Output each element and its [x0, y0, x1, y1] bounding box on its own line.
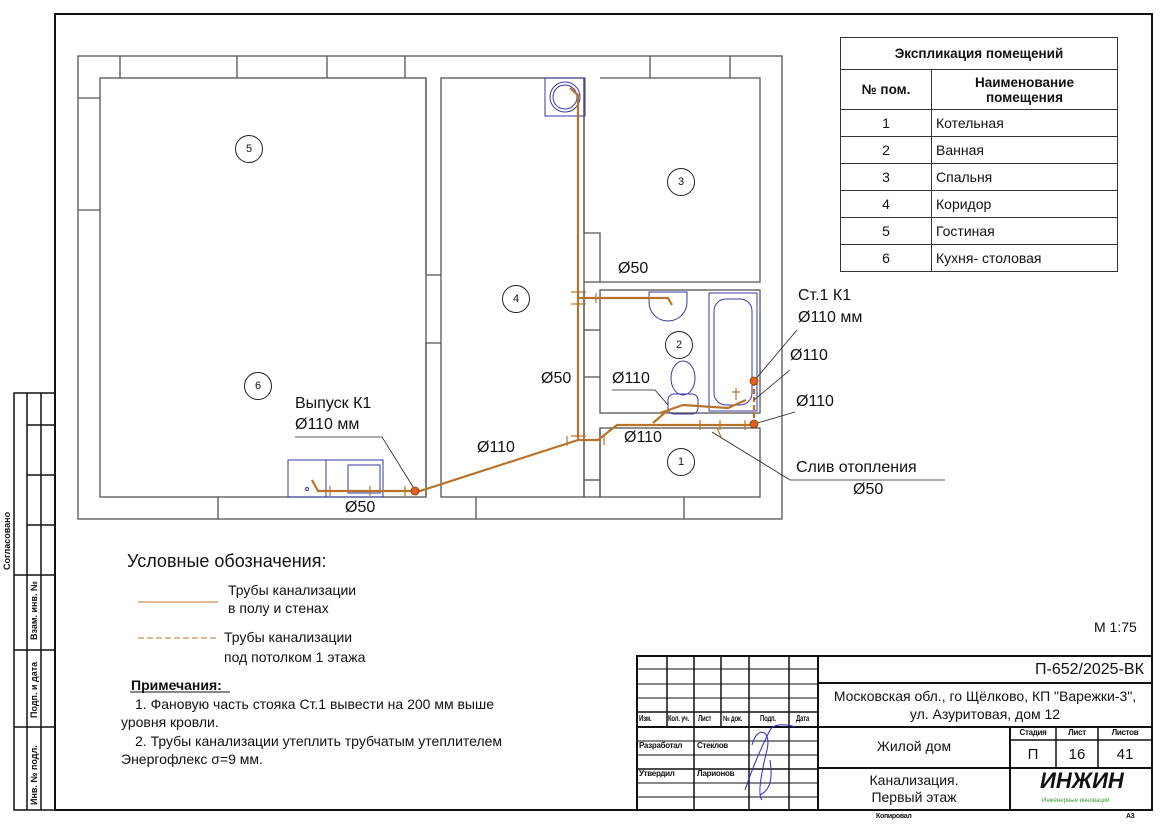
sheet-title-line-1: Канализация. [869, 772, 959, 788]
legend-item-1-line2: в полу и стенах [228, 600, 329, 616]
dia-label: Ø50 [345, 499, 376, 516]
floor-plan-walls [77, 55, 783, 520]
legend-item-2-line2: под потолком 1 этажа [224, 649, 366, 665]
sheet-label: Лист [1068, 728, 1086, 737]
room-name-cell: Котельная [931, 109, 1118, 137]
note-2: 2. Трубы канализации утеплить трубчатым … [135, 733, 503, 749]
room-number-6: 6 [244, 372, 272, 400]
dia-label: Ø110 [477, 439, 515, 456]
legend-item-2: Трубы канализации [224, 629, 353, 645]
heating-drain-dia: Ø50 [853, 481, 884, 498]
room-name-cell: Ванная [931, 136, 1118, 164]
note-1: 1. Фановую часть стояка Ст.1 вывести на … [135, 696, 494, 712]
legend-item-1: Трубы канализации [228, 582, 357, 598]
room-number-4: 4 [502, 285, 530, 313]
sheets-value: 41 [1116, 746, 1134, 763]
room-name-cell: Гостиная [931, 217, 1118, 245]
stage-value: П [1027, 746, 1039, 763]
stamp-podp: Подп. и дата [29, 661, 39, 718]
legend-title: Условные обозначения: [127, 551, 327, 571]
note-1-line2: уровня кровли. [121, 714, 219, 730]
object-name: Жилой дом [876, 738, 952, 754]
side-stamp [13, 392, 56, 811]
col-list: Лист [698, 714, 712, 723]
format-label: А3 [1126, 813, 1135, 820]
col-kol-uch: Кол. уч. [668, 714, 690, 723]
room-name-cell: Кухня- столовая [931, 244, 1118, 272]
toilet-fixture [670, 360, 696, 396]
dia-label: Ø110 [624, 429, 662, 446]
dia-label: Ø110 [612, 370, 650, 387]
column-header: № пом. [840, 69, 932, 110]
approved-label: Утвердил [639, 769, 675, 778]
scale-label: М 1:75 [1094, 619, 1137, 635]
document-code: П-652/2025-ВК [1035, 661, 1144, 678]
approved-name: Ларионов [697, 769, 735, 778]
room-num-cell: 1 [840, 109, 932, 137]
riser-st1-title: Ст.1 К1 [798, 287, 852, 304]
title-block-grid [636, 655, 1153, 811]
notes-title: Примечания: [131, 677, 222, 693]
riser-st1-dia: Ø110 мм [798, 309, 863, 326]
room-name-cell: Спальня [931, 163, 1118, 191]
dia-label: Ø110 [790, 347, 828, 364]
sewer-pipes [311, 87, 756, 496]
room-num-cell: 5 [840, 217, 932, 245]
room-name-cell: Коридор [931, 190, 1118, 218]
room-num-cell: 2 [840, 136, 932, 164]
stamp-inv: Инв. № подл. [29, 745, 39, 805]
col-izm: Изм. [639, 714, 652, 723]
company-logo-tagline: Инженерные инновации [1042, 798, 1110, 804]
signature [744, 724, 796, 801]
copied-label: Копировал [876, 813, 912, 820]
stage-label: Стадия [1019, 728, 1047, 737]
outlet-k1-dia: Ø110 мм [295, 416, 360, 433]
riser-markers [410, 376, 759, 496]
room-num-cell: 4 [840, 190, 932, 218]
outlet-k1-title: Выпуск К1 [295, 395, 372, 412]
room-number-5: 5 [235, 135, 263, 163]
stamp-vzam: Взам. инв. № [29, 580, 39, 640]
dia-label: Ø50 [618, 260, 649, 277]
room-number-1: 1 [667, 448, 695, 476]
col-signature: Подп. [760, 714, 776, 723]
address-line-1: Московская обл., го Щёлково, КП "Варежки… [833, 688, 1137, 704]
heating-drain-title: Слив отопления [796, 459, 917, 476]
company-logo: ИНЖИН [1040, 768, 1124, 793]
room-explication-table: Экспликация помещений № пом.Наименование… [840, 37, 1118, 272]
stamp-agreed: Согласовано [2, 511, 12, 570]
washbasin-fixture [648, 291, 688, 322]
sheets-label: Листов [1111, 728, 1139, 737]
dia-label: Ø50 [541, 370, 572, 387]
room-number-3: 3 [667, 168, 695, 196]
sheet-value: 16 [1068, 746, 1086, 763]
dia-label: Ø110 [796, 393, 834, 410]
room-num-cell: 3 [840, 163, 932, 191]
sheet-title-line-2: Первый этаж [871, 789, 957, 805]
note-2-line2: Энергофлекс σ=9 мм. [121, 751, 263, 767]
outlet-k1-marker [410, 486, 420, 496]
riser-marker [749, 419, 759, 429]
boiler-fixture [544, 77, 586, 117]
room-number-2: 2 [665, 331, 693, 359]
developed-name: Стеклов [697, 741, 728, 750]
bathtub-fixture [708, 292, 758, 412]
room-num-cell: 6 [840, 244, 932, 272]
riser-st1-marker [749, 376, 759, 386]
table-title: Экспликация помещений [840, 37, 1118, 70]
col-date: Дата [796, 714, 809, 723]
developed-label: Разработал [639, 741, 683, 750]
col-doc-num: № док. [723, 714, 743, 723]
address-line-2: ул. Азуритовая, дом 12 [909, 706, 1061, 722]
leaders [295, 329, 945, 491]
column-header: Наименование помещения [931, 69, 1118, 110]
